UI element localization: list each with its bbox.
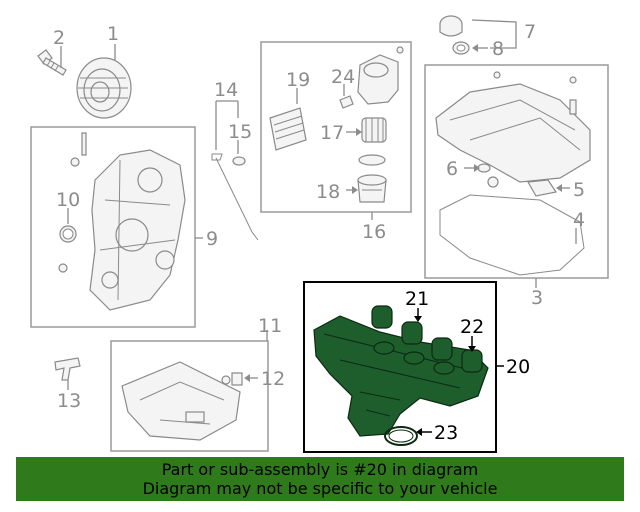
- callout-18: 18: [316, 181, 340, 203]
- callout-19: 19: [286, 69, 310, 91]
- part-15-seal: [232, 156, 246, 166]
- part-14-dipstick: [211, 153, 259, 241]
- group-box-11: [110, 340, 269, 452]
- callout-11: 11: [258, 315, 282, 337]
- callout-24: 24: [331, 66, 355, 88]
- part-7-oil-cap: [439, 15, 463, 37]
- part-oil-filter-housing: [357, 46, 404, 105]
- info-banner: Part or sub-assembly is #20 in diagram D…: [16, 457, 624, 501]
- part-5-gasket: [527, 179, 557, 197]
- part-4-cover-gasket: [439, 194, 585, 276]
- callout-21: 21: [405, 288, 429, 310]
- callout-20: 20: [506, 356, 530, 378]
- callout-23: 23: [434, 422, 458, 444]
- callout-15: 15: [228, 121, 252, 143]
- callout-14: 14: [214, 79, 238, 101]
- part-23-o-ring: [384, 426, 418, 446]
- group-box-3: [424, 64, 609, 279]
- banner-line-1: Part or sub-assembly is #20 in diagram: [161, 460, 479, 479]
- part-24-sensor: [339, 95, 354, 109]
- group-box-20: [303, 281, 497, 453]
- part-13-clip: [54, 357, 81, 381]
- group-box-9: [30, 126, 196, 328]
- part-17-filter-element: [361, 117, 387, 143]
- part-8-gasket: [452, 41, 470, 55]
- callout-6: 6: [446, 158, 458, 180]
- callout-1: 1: [107, 23, 119, 45]
- group-box-16: [260, 41, 412, 213]
- part-18-filter-cap: [357, 174, 387, 203]
- part-21-manifold-gaskets: [371, 305, 483, 373]
- callout-22: 22: [460, 316, 484, 338]
- part-19-oil-cooler: [269, 107, 307, 151]
- callout-12: 12: [261, 368, 285, 390]
- part-9-timing-cover: [58, 132, 186, 311]
- part-oring-filter: [358, 154, 386, 166]
- part-valve-cover: [435, 71, 591, 183]
- part-11-oil-pan: [121, 361, 241, 441]
- callout-3: 3: [531, 287, 543, 309]
- part-6-seal: [477, 163, 499, 188]
- callout-8: 8: [492, 38, 504, 60]
- banner-line-2: Diagram may not be specific to your vehi…: [142, 479, 498, 498]
- part-2-bolt: [37, 49, 67, 76]
- part-10-o-ring: [59, 225, 77, 243]
- callout-17: 17: [320, 122, 344, 144]
- callout-2: 2: [53, 27, 65, 49]
- part-12-drain-plug: [221, 372, 243, 386]
- callout-5: 5: [573, 179, 585, 201]
- callout-16: 16: [362, 221, 386, 243]
- part-1-pulley: [76, 57, 132, 119]
- callout-9: 9: [206, 228, 218, 250]
- callout-7: 7: [524, 21, 536, 43]
- callout-13: 13: [57, 390, 81, 412]
- callout-4: 4: [573, 209, 585, 231]
- callout-10: 10: [56, 189, 80, 211]
